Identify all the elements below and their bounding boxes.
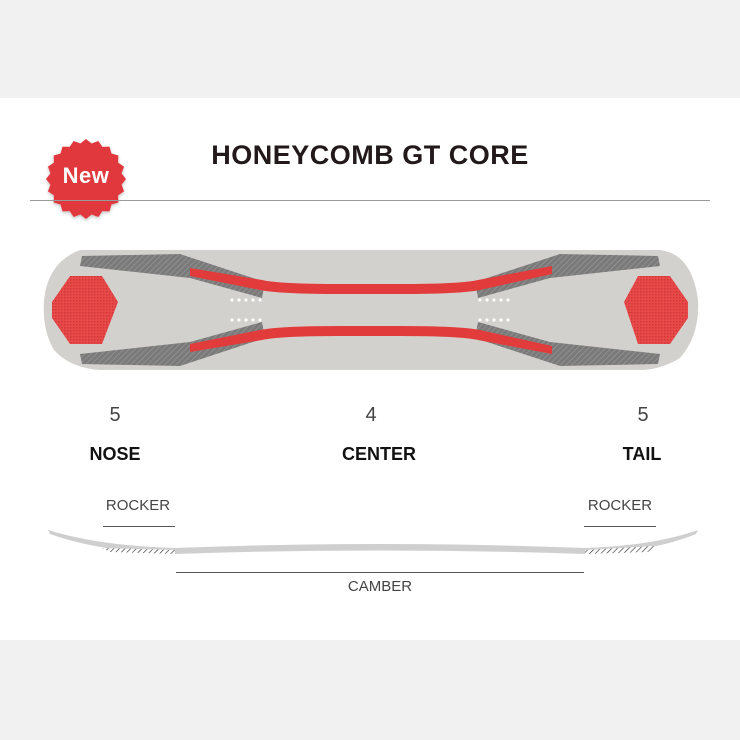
insert-dots-right — [478, 298, 510, 322]
profile-rocker-left — [48, 530, 175, 554]
rocker-right-label: ROCKER — [587, 497, 653, 514]
nose-label: NOSE — [89, 444, 141, 464]
tail-flex-rating: 5 — [637, 404, 649, 426]
tail-bottom-stripe — [475, 322, 660, 366]
rocker-left-hatch — [102, 548, 175, 554]
badge-seal-shape — [46, 139, 126, 219]
center-flex-rating: 4 — [365, 404, 377, 426]
red-band-bottom — [190, 326, 552, 354]
rocker-right-rule — [584, 526, 656, 527]
nose-flex-rating: 5 — [109, 404, 121, 426]
rocker-left-label: ROCKER — [105, 497, 171, 514]
camber-rule — [176, 572, 584, 573]
profile-camber — [175, 544, 585, 554]
title-divider — [30, 200, 710, 201]
tail-top-stripe — [475, 254, 660, 298]
tail-label: TAIL — [622, 444, 662, 464]
board-profile — [48, 530, 698, 554]
center-label: CENTER — [341, 444, 416, 464]
nose-top-stripe — [80, 254, 265, 298]
page-title: HONEYCOMB GT CORE — [211, 140, 529, 170]
nose-honeycomb — [52, 276, 118, 344]
camber-label: CAMBER — [347, 578, 413, 595]
nose-bottom-stripe — [80, 322, 265, 366]
new-badge-icon — [46, 139, 126, 219]
red-band-top — [190, 266, 552, 294]
new-badge-label: New — [62, 163, 110, 188]
snowboard-diagram — [43, 250, 699, 370]
profile-rocker-right — [585, 530, 698, 554]
rocker-right-hatch — [585, 546, 655, 554]
insert-dots-left — [230, 298, 262, 322]
tail-honeycomb — [624, 276, 688, 344]
rocker-left-rule — [103, 526, 175, 527]
